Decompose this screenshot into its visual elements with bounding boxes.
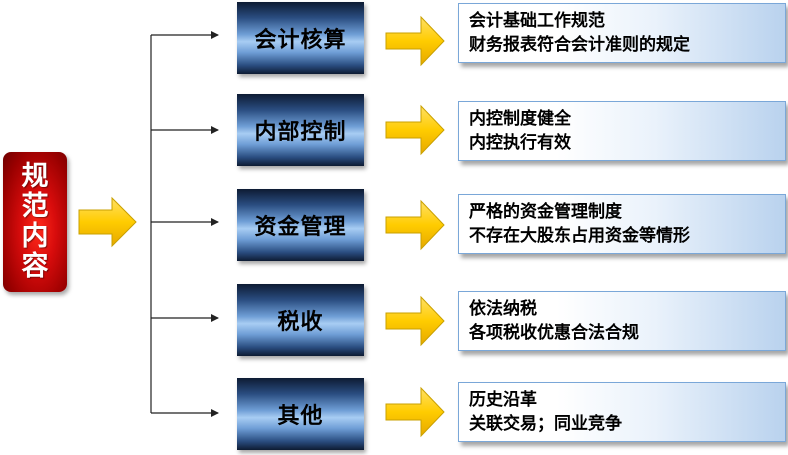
description-box-funds-management: 严格的资金管理制度 不存在大股东占用资金等情形 — [458, 194, 786, 254]
description-line: 依法纳税 — [469, 299, 537, 319]
category-label: 资金管理 — [254, 215, 347, 240]
arrow-icon-5 — [385, 386, 445, 438]
arrow-icon-4 — [385, 295, 445, 347]
description-line: 内控执行有效 — [469, 133, 571, 153]
description-line: 财务报表符合会计准则的规定 — [469, 35, 690, 55]
description-line: 各项税收优惠合法合规 — [469, 323, 639, 343]
root-node: 规范内容 — [3, 152, 67, 292]
category-label: 其他 — [277, 404, 324, 429]
root-arrow-icon — [78, 196, 137, 248]
description-box-other: 历史沿革 关联交易；同业竞争 — [458, 382, 786, 442]
category-box-funds-management: 资金管理 — [237, 189, 364, 261]
category-label: 会计核算 — [254, 28, 347, 53]
category-box-other: 其他 — [237, 378, 364, 450]
category-label: 内部控制 — [254, 120, 347, 145]
arrow-icon-1 — [385, 15, 445, 67]
arrow-icon-3 — [385, 199, 445, 251]
description-box-taxation: 依法纳税 各项税收优惠合法合规 — [458, 291, 786, 351]
description-line: 关联交易；同业竞争 — [469, 414, 622, 434]
description-line: 历史沿革 — [469, 390, 537, 410]
category-box-internal-control: 内部控制 — [237, 94, 364, 166]
description-line: 不存在大股东占用资金等情形 — [469, 226, 690, 246]
category-label: 税收 — [277, 310, 324, 335]
description-box-internal-control: 内控制度健全 内控执行有效 — [458, 101, 786, 161]
arrow-icon-2 — [385, 104, 445, 156]
root-label: 规范内容 — [21, 161, 49, 282]
description-line: 内控制度健全 — [469, 109, 571, 129]
description-line: 严格的资金管理制度 — [469, 202, 622, 222]
category-box-taxation: 税收 — [237, 284, 364, 356]
description-box-accounting: 会计基础工作规范 财务报表符合会计准则的规定 — [458, 3, 786, 63]
description-line: 会计基础工作规范 — [469, 11, 605, 31]
category-box-accounting: 会计核算 — [237, 2, 364, 74]
